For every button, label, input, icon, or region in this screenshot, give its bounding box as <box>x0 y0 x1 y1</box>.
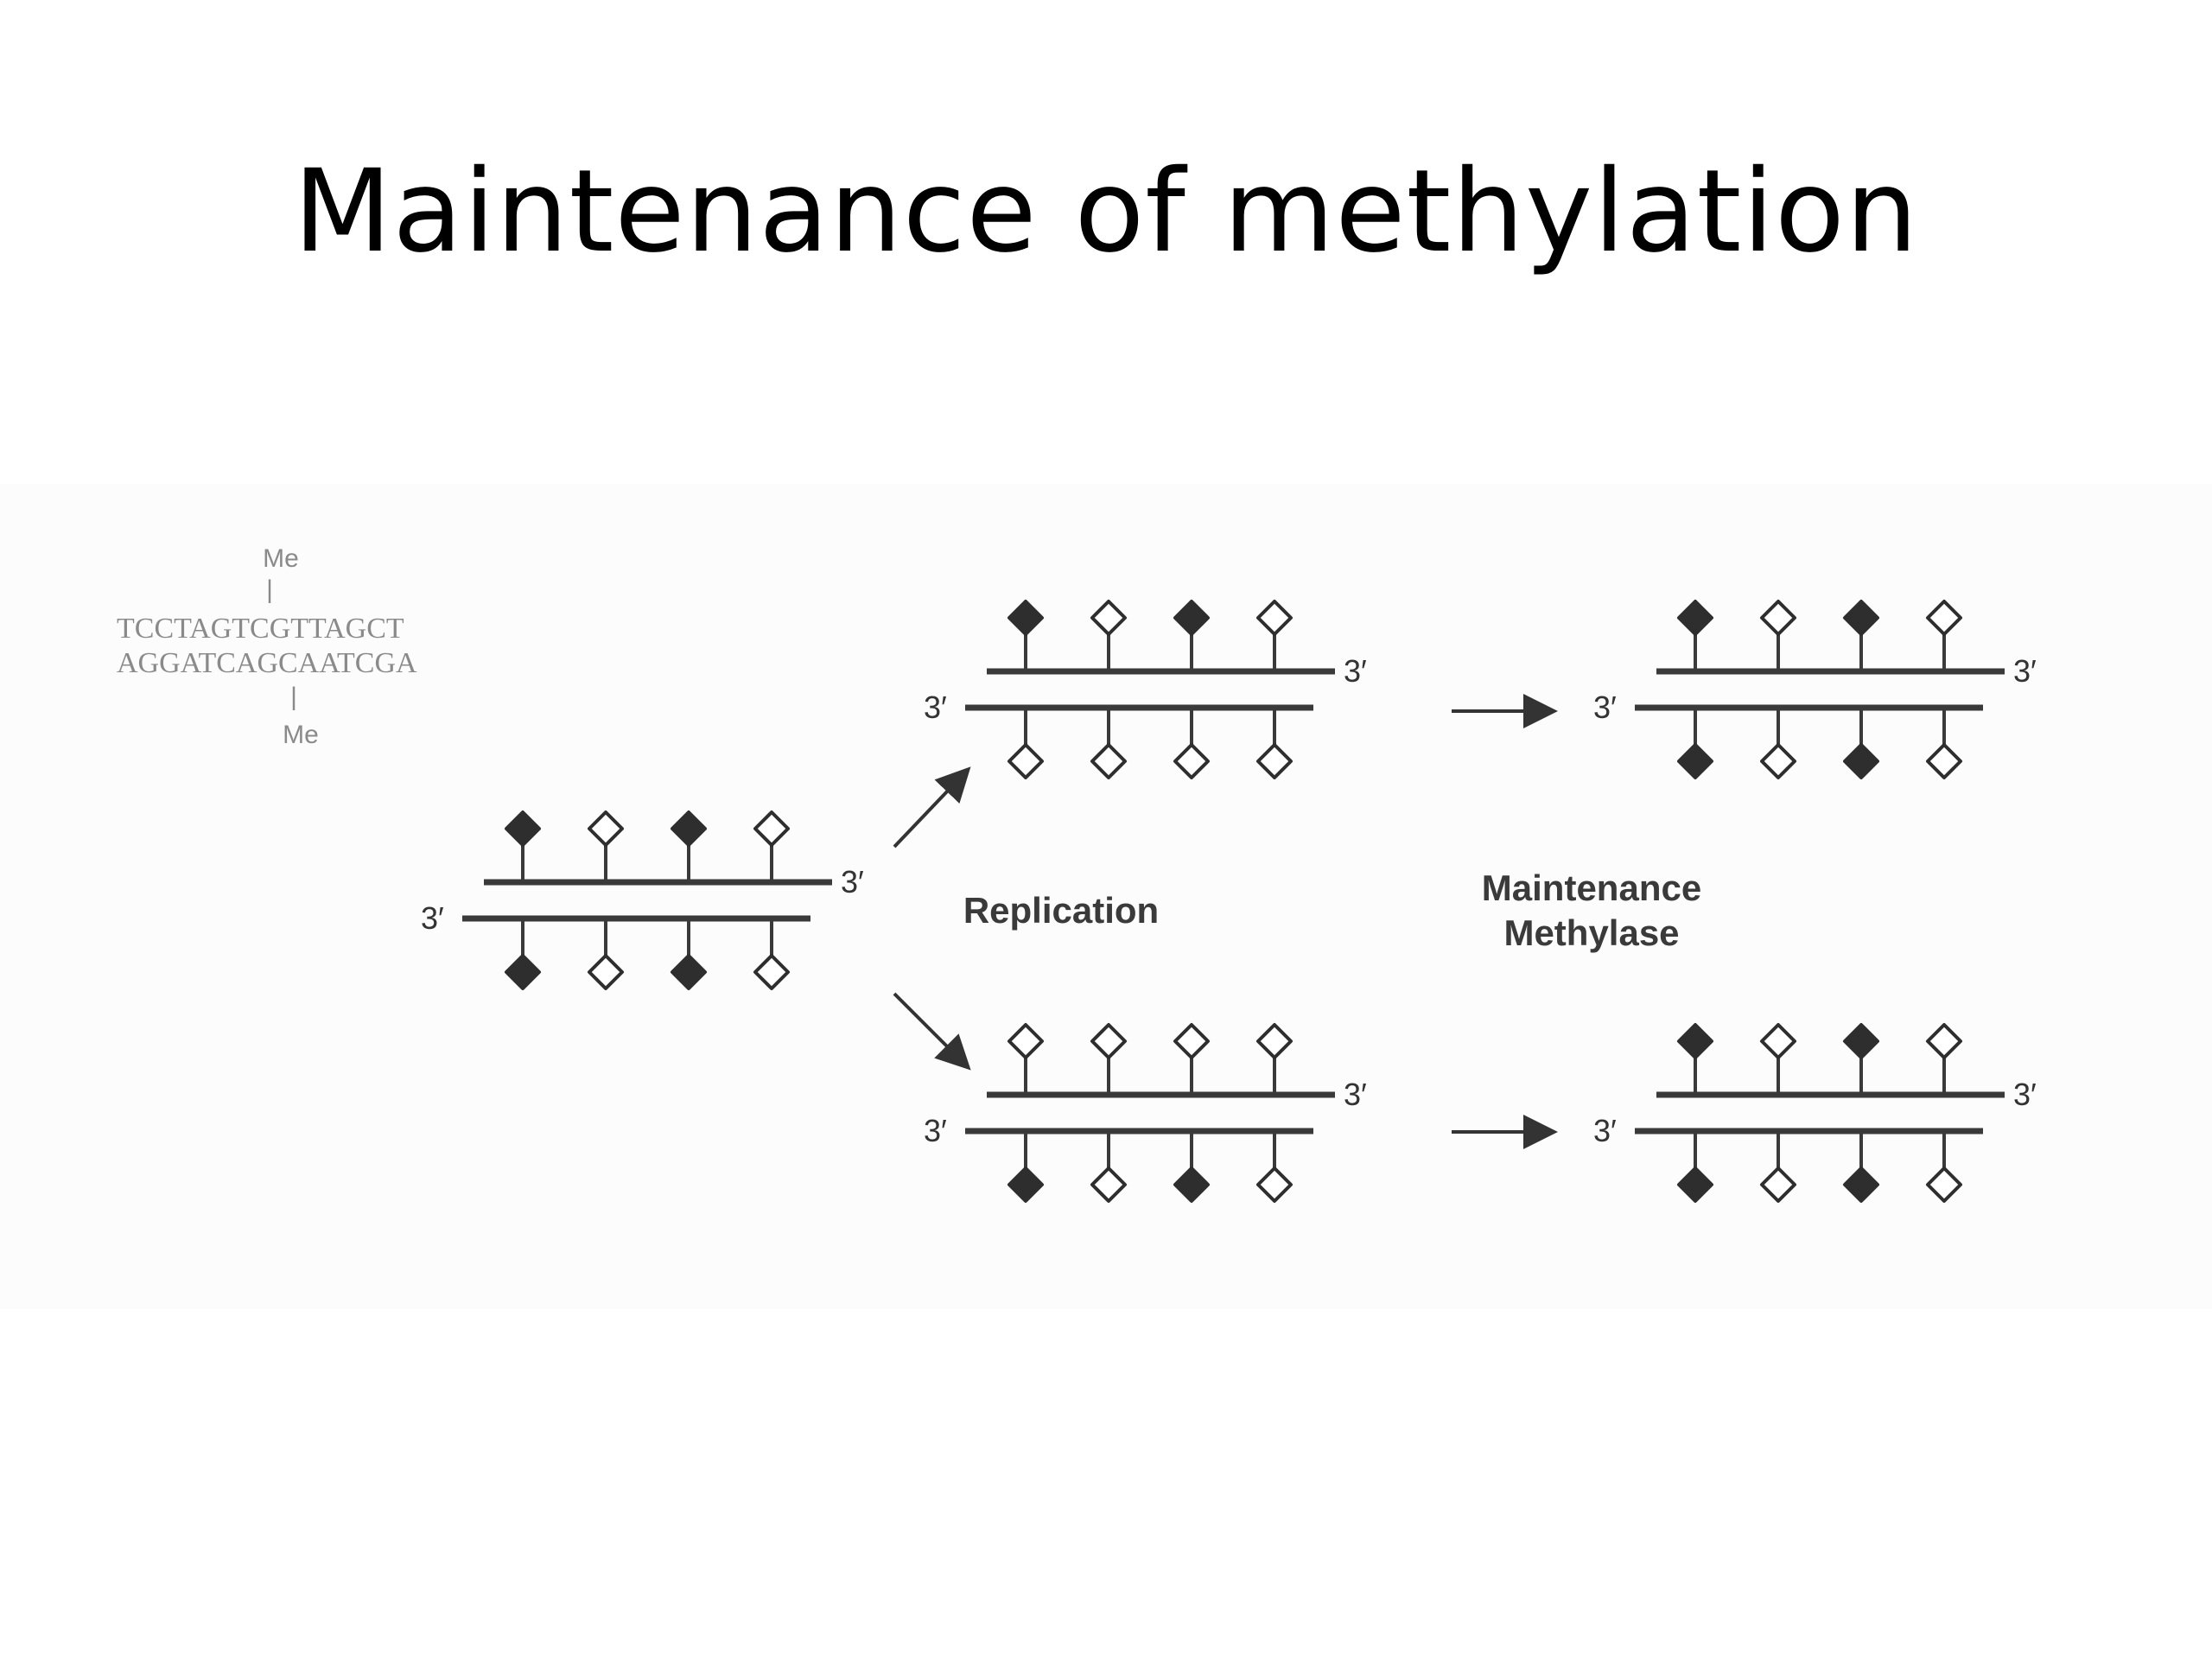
unmethylated-site <box>1256 600 1293 636</box>
bottom-me-label: Me <box>283 721 319 749</box>
methylated-site <box>505 954 541 990</box>
bottom-me-tick: | <box>290 683 297 711</box>
three-prime-label-bottom: 3′ <box>924 1113 947 1148</box>
dna-duplex-result-2: 3′ 3′ <box>1593 1023 2037 1203</box>
slide-title: Maintenance of methylation <box>293 145 1919 278</box>
three-prime-label-bottom: 3′ <box>924 690 947 725</box>
methylase-label: Methylase <box>1503 912 1679 953</box>
three-prime-label-top: 3′ <box>1344 1077 1367 1112</box>
methylated-site <box>1173 1166 1210 1203</box>
duplex-layer: 3′ 3′ 3′ 3′ 3′ 3′ 3′ 3′ 3′ 3′ <box>421 600 2037 1203</box>
methylated-site <box>1843 600 1879 636</box>
top-me-tick: | <box>266 575 273 604</box>
unmethylated-site <box>1256 743 1293 779</box>
unmethylated-site <box>1760 1023 1796 1059</box>
unmethylated-site <box>588 954 624 990</box>
three-prime-label-bottom: 3′ <box>1593 690 1617 725</box>
unmethylated-site <box>1926 743 1962 779</box>
unmethylated-site <box>1926 600 1962 636</box>
dna-duplex-daughter-2: 3′ 3′ <box>924 1023 1367 1203</box>
methylated-site <box>1677 1166 1713 1203</box>
methylated-site <box>1677 1023 1713 1059</box>
three-prime-label-bottom: 3′ <box>1593 1113 1617 1148</box>
three-prime-label-top: 3′ <box>1344 653 1367 689</box>
methylated-site <box>1173 600 1210 636</box>
top-sequence-strand: TCCTAGTCGTTAGCT <box>117 613 404 645</box>
methylated-site <box>671 954 707 990</box>
methylated-site <box>1677 743 1713 779</box>
maintenance-label: Maintenance <box>1482 868 1701 908</box>
unmethylated-site <box>1256 1023 1293 1059</box>
unmethylated-site <box>753 954 790 990</box>
unmethylated-site <box>1926 1023 1962 1059</box>
three-prime-label-bottom: 3′ <box>421 900 444 936</box>
methylated-site <box>1843 1166 1879 1203</box>
unmethylated-site <box>1090 743 1127 779</box>
dna-duplex-result-1: 3′ 3′ <box>1593 600 2037 779</box>
replication-arrow-down <box>893 992 971 1071</box>
methylated-site <box>671 810 707 847</box>
three-prime-label-top: 3′ <box>2013 1077 2037 1112</box>
unmethylated-site <box>1090 1023 1127 1059</box>
bottom-sequence-strand: AGGATCAGCAATCGA <box>117 647 417 679</box>
sequence-example: Me | TCCTAGTCGTTAGCT AGGATCAGCAATCGA | M… <box>117 544 417 749</box>
replication-arrow-up <box>893 766 971 849</box>
unmethylated-site <box>1173 1023 1210 1059</box>
unmethylated-site <box>588 810 624 847</box>
unmethylated-site <box>1760 1166 1796 1203</box>
methylated-site <box>1843 1023 1879 1059</box>
unmethylated-site <box>1007 1023 1044 1059</box>
methylated-site <box>1843 743 1879 779</box>
unmethylated-site <box>1007 743 1044 779</box>
unmethylated-site <box>1090 600 1127 636</box>
methylated-site <box>1007 600 1044 636</box>
methylated-site <box>1007 1166 1044 1203</box>
top-me-label: Me <box>263 544 299 573</box>
dna-duplex-daughter-1: 3′ 3′ <box>924 600 1367 779</box>
unmethylated-site <box>1926 1166 1962 1203</box>
unmethylated-site <box>1760 743 1796 779</box>
three-prime-label-top: 3′ <box>841 864 864 899</box>
unmethylated-site <box>753 810 790 847</box>
unmethylated-site <box>1173 743 1210 779</box>
dna-duplex-parent: 3′ 3′ <box>421 810 864 990</box>
three-prime-label-top: 3′ <box>2013 653 2037 689</box>
unmethylated-site <box>1090 1166 1127 1203</box>
unmethylated-site <box>1760 600 1796 636</box>
replication-label: Replication <box>963 890 1159 931</box>
methylated-site <box>1677 600 1713 636</box>
unmethylated-site <box>1256 1166 1293 1203</box>
methylated-site <box>505 810 541 847</box>
